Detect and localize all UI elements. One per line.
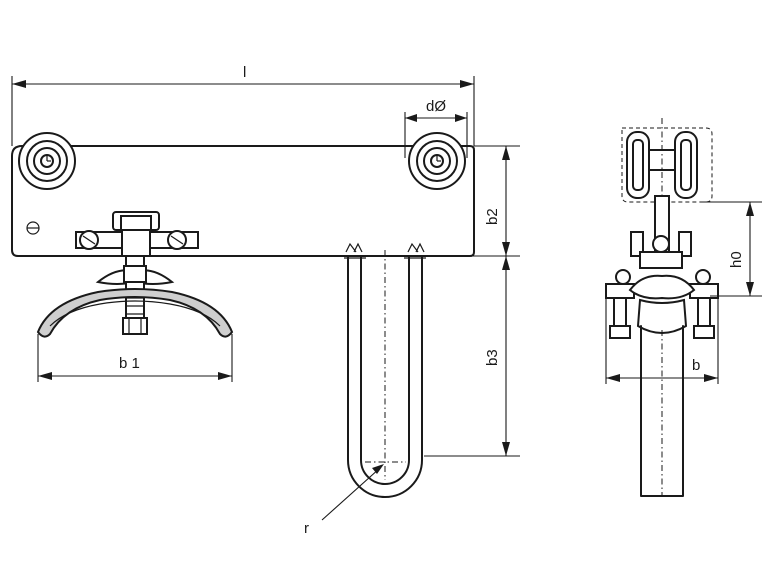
dim-d xyxy=(404,112,468,158)
cable-saddle xyxy=(36,288,234,338)
dim-b2-b3 xyxy=(424,145,520,457)
dim-r xyxy=(321,464,384,521)
wheel-housing xyxy=(621,127,713,203)
left-wheel xyxy=(18,132,76,190)
u-hanger xyxy=(344,242,426,498)
screw-symbol xyxy=(26,221,40,235)
label-b3: b3 xyxy=(484,349,501,366)
dim-l xyxy=(11,76,475,146)
label-h0: h0 xyxy=(728,251,745,268)
right-wheel xyxy=(408,132,466,190)
label-r: r xyxy=(304,520,309,537)
cable-clamp xyxy=(75,211,199,335)
label-d: dØ xyxy=(426,98,446,115)
side-view: h0 b xyxy=(605,118,762,497)
side-wheels xyxy=(626,118,698,206)
label-b2: b2 xyxy=(484,208,501,225)
label-b: b xyxy=(692,357,700,374)
dim-b xyxy=(605,298,719,384)
dim-h0 xyxy=(700,201,762,297)
front-view: l dØ b2 b3 xyxy=(11,64,520,537)
dim-b1 xyxy=(37,334,233,382)
label-b1: b 1 xyxy=(119,355,140,372)
side-clamp xyxy=(605,231,719,339)
label-l: l xyxy=(243,64,246,81)
